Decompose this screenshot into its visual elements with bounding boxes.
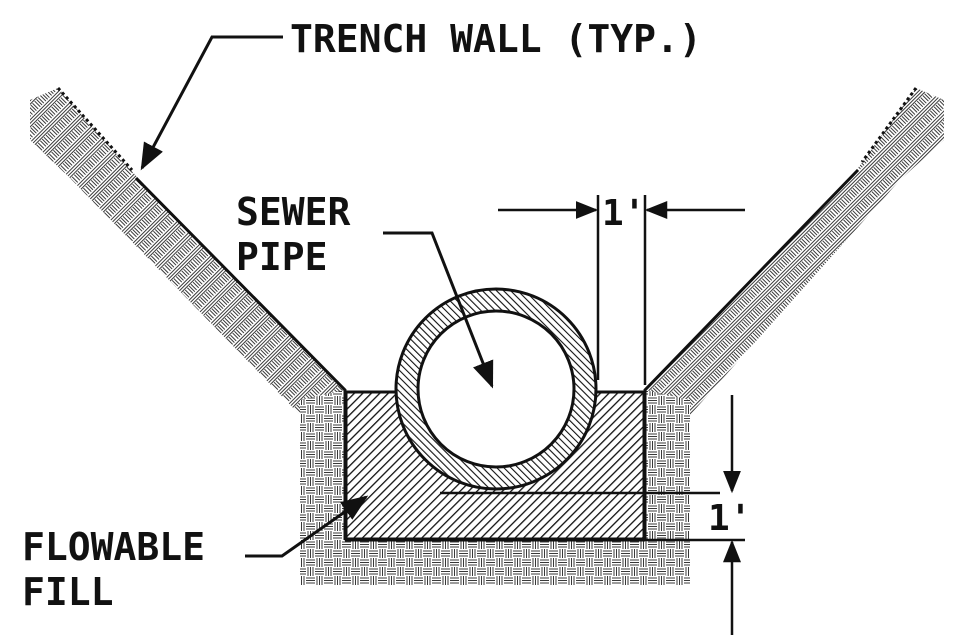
trench-wall-label: TRENCH WALL (TYP.): [290, 17, 702, 61]
flowable-fill-leader: [245, 495, 369, 558]
flowable-label-line1: FLOWABLE: [22, 525, 205, 569]
flowable-label-line2: FILL: [22, 570, 114, 614]
sewer-label-line1: SEWER: [236, 190, 351, 234]
left-trench-bank: [30, 88, 345, 540]
right-trench-bank: [645, 88, 944, 540]
sewer-label-line2: PIPE: [236, 235, 328, 279]
side-clearance-label: 1': [602, 193, 645, 234]
sewer-pipe-bore: [416, 309, 576, 469]
trench-wall-leader: [140, 35, 283, 171]
soil-below-trench: [300, 390, 690, 585]
ground-line-left: [56, 86, 134, 172]
bottom-depth-label: 1': [708, 498, 751, 539]
sewer-pipe-leader: [383, 231, 494, 389]
